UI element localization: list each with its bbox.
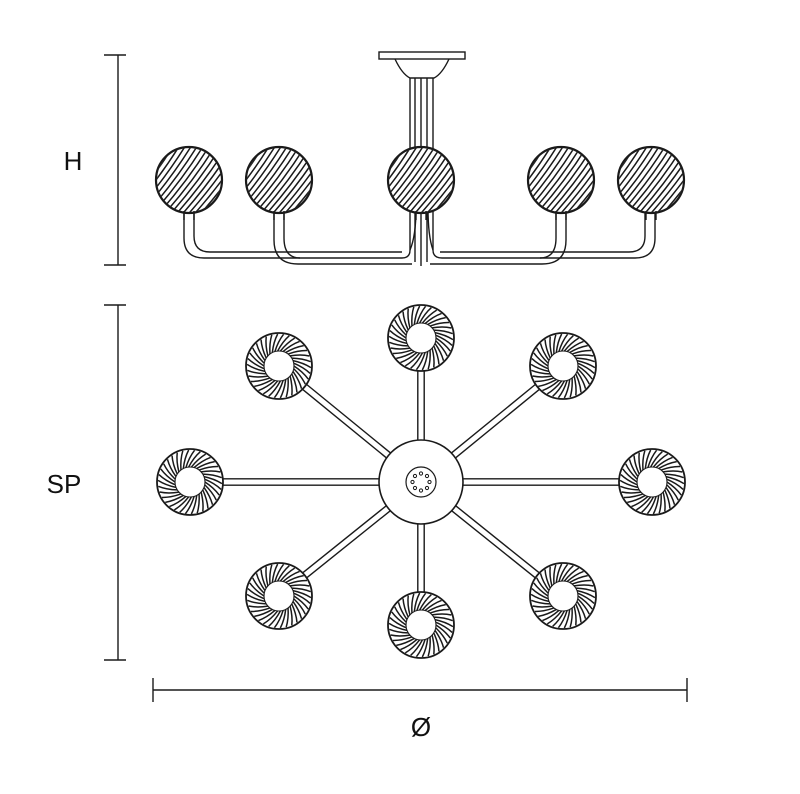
hub-screw xyxy=(427,479,432,485)
hub-screw xyxy=(418,488,424,493)
spread-dimension: SP xyxy=(47,304,126,661)
top-arm xyxy=(461,478,620,486)
hub-screw xyxy=(412,473,418,479)
spread-label: SP xyxy=(47,469,82,499)
top-globe xyxy=(529,562,597,630)
diameter-dimension: Ø xyxy=(152,678,688,742)
top-arm xyxy=(301,383,393,460)
side-view xyxy=(154,51,686,266)
diameter-label: Ø xyxy=(411,712,431,742)
side-arms xyxy=(183,207,656,265)
height-dimension: H xyxy=(64,54,126,266)
hub-screw xyxy=(424,485,430,491)
top-arm xyxy=(449,504,541,580)
hub-screw xyxy=(418,471,424,476)
top-arm xyxy=(449,383,541,460)
top-globe xyxy=(529,332,597,400)
top-view xyxy=(156,304,686,659)
top-globe xyxy=(618,448,686,516)
top-globe xyxy=(387,591,455,659)
side-globe xyxy=(526,145,596,220)
hub-screw xyxy=(410,479,415,485)
top-arm xyxy=(417,370,425,442)
side-globe xyxy=(386,145,456,220)
height-label: H xyxy=(64,146,83,176)
top-arm xyxy=(301,504,393,580)
top-globe xyxy=(245,562,313,630)
top-globe xyxy=(245,332,313,400)
ceiling-canopy xyxy=(378,51,466,79)
center-hub xyxy=(378,439,464,525)
top-globe xyxy=(156,448,224,516)
top-arm xyxy=(417,522,425,593)
top-globe xyxy=(387,304,455,372)
top-arm xyxy=(222,478,381,486)
hub-screw xyxy=(424,473,430,479)
hub-screw xyxy=(412,485,418,491)
